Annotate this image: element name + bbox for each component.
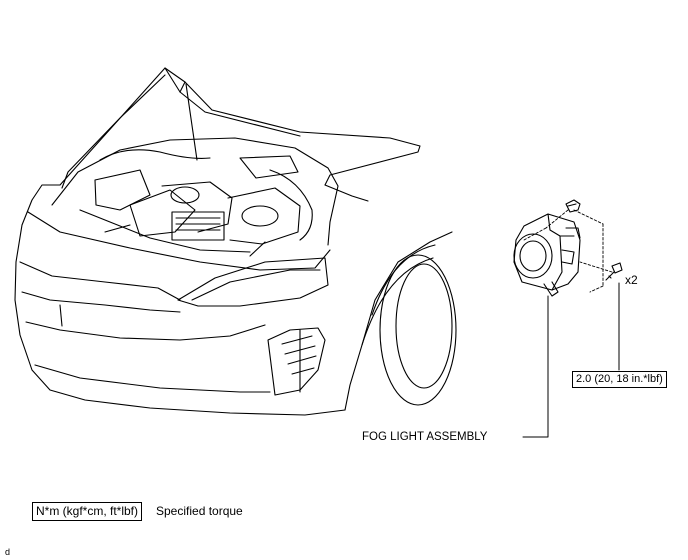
bolt-quantity-label: x2: [625, 273, 638, 287]
specified-torque-legend-text: Specified torque: [156, 504, 243, 518]
fog-light-assembly-label: FOG LIGHT ASSEMBLY: [362, 431, 488, 443]
torque-units-legend-box: N*m (kgf*cm, ft*lbf): [32, 502, 143, 521]
fog-light-icon: [513, 213, 581, 297]
torque-value-callout: 2.0 (20, 18 in.*lbf): [572, 371, 667, 388]
bolt-icon: [605, 262, 623, 281]
clip-icon: [565, 199, 581, 213]
corner-mark: d: [5, 547, 11, 557]
vehicle-front-illustration: [14, 67, 457, 416]
